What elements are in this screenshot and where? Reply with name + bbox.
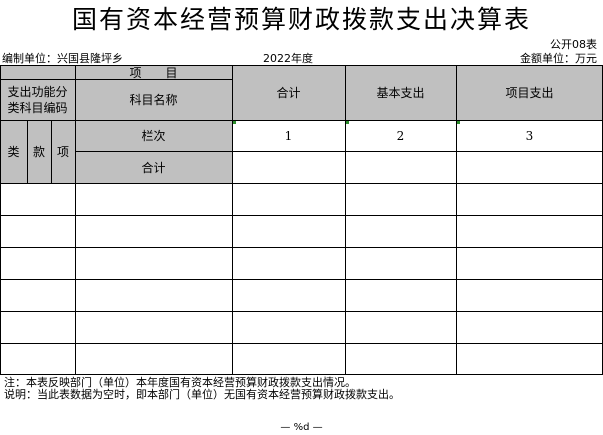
header-function-code: 支出功能分类科目编码: [0, 79, 75, 120]
row-total-label: 合计: [75, 151, 232, 183]
column-number-2: 2: [396, 128, 405, 143]
fiscal-year: 2022年度: [263, 52, 313, 65]
header-subject-name: 科目名称: [75, 79, 232, 120]
header-blank: [0, 65, 75, 79]
page-footer: — %d —: [280, 422, 323, 433]
compiling-unit: 编制单位：兴国县隆坪乡: [2, 52, 123, 65]
header-xiang: 项: [51, 120, 75, 183]
header-project-expenditure: 项目支出: [456, 65, 603, 120]
table-note: 注：本表反映部门（单位）本年度国有资本经营预算财政拨款支出情况。: [4, 376, 356, 389]
header-lei: 类: [0, 120, 27, 183]
header-total: 合计: [232, 65, 345, 120]
header-column-number: 栏次: [75, 120, 232, 151]
page-title: 国有资本经营预算财政拨款支出决算表: [71, 5, 531, 34]
expenditure-table: 项 目 支出功能分类科目编码 科目名称 合计 基本支出 项目支出 类 款 项 栏…: [0, 65, 603, 375]
column-number-1: 1: [284, 128, 293, 143]
table-explanation: 说明：当此表数据为空时，即本部门（单位）无国有资本经营预算财政拨款支出。: [4, 388, 400, 401]
header-basic-expenditure: 基本支出: [345, 65, 456, 120]
amount-unit: 金额单位：万元: [520, 52, 597, 65]
header-items: 项 目: [75, 65, 232, 80]
column-number-3: 3: [525, 128, 534, 143]
header-kuan: 款: [27, 120, 51, 183]
form-number: 公开08表: [550, 38, 597, 51]
